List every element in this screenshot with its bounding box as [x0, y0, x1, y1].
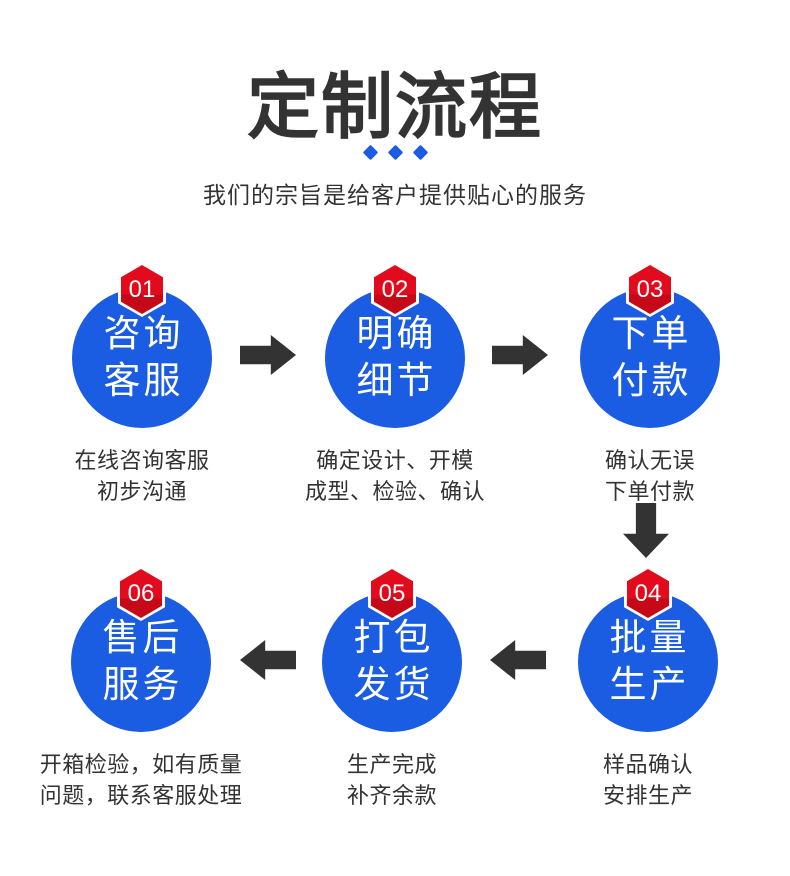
step-06-hexagon-badge-icon: 06	[117, 566, 165, 621]
step-label: 客服	[103, 360, 184, 401]
step-number: 03	[636, 275, 664, 303]
step-01: 01 咨询 客服 在线咨询客服 初步沟通	[27, 262, 257, 512]
step-06: 06 售后 服务 开箱检验，如有质量 问题，联系客服处理	[26, 566, 256, 816]
step-number: 04	[634, 579, 662, 607]
diamond-icon	[362, 144, 378, 161]
step-label: 批量	[609, 617, 690, 659]
step-label: 服务	[102, 664, 183, 705]
step-05-hexagon-badge-icon: 05	[368, 566, 416, 621]
step-02-description: 确定设计、开模 成型、检验、确认	[304, 448, 485, 505]
step-label: 明确	[356, 313, 437, 355]
step-03-description: 确认无误 下单付款	[604, 448, 695, 505]
step-label: 下单	[611, 313, 692, 355]
step-06-description: 开箱检验，如有质量 问题，联系客服处理	[39, 752, 243, 809]
step-label: 发货	[353, 664, 434, 705]
step-label: 咨询	[103, 313, 184, 355]
page-subtitle: 我们的宗旨是给客户提供贴心的服务	[203, 182, 587, 208]
step-04-hexagon-badge-icon: 04	[624, 566, 672, 621]
step-number: 01	[128, 275, 156, 303]
step-label: 细节	[356, 360, 437, 401]
step-label: 打包	[353, 617, 434, 659]
diamond-icon	[412, 144, 428, 161]
step-label: 售后	[102, 617, 183, 659]
step-03: 03 下单 付款 确认无误 下单付款	[535, 262, 765, 512]
diamond-icon	[387, 144, 403, 161]
step-number: 06	[127, 579, 155, 607]
step-label: 生产	[609, 664, 690, 705]
title-divider	[0, 144, 790, 161]
step-04-description: 样品确认 安排生产	[602, 752, 693, 809]
step-05: 05 打包 发货 生产完成 补齐余款	[277, 566, 507, 816]
page-title: 定制流程	[246, 68, 543, 148]
step-number: 05	[378, 579, 406, 607]
step-05-description: 生产完成 补齐余款	[346, 752, 437, 809]
step-number: 02	[381, 275, 409, 303]
step-02: 02 明确 细节 确定设计、开模 成型、检验、确认	[280, 262, 510, 512]
step-04: 04 批量 生产 样品确认 安排生产	[533, 566, 763, 816]
step-01-description: 在线咨询客服 初步沟通	[74, 448, 210, 505]
step-label: 付款	[611, 360, 692, 401]
